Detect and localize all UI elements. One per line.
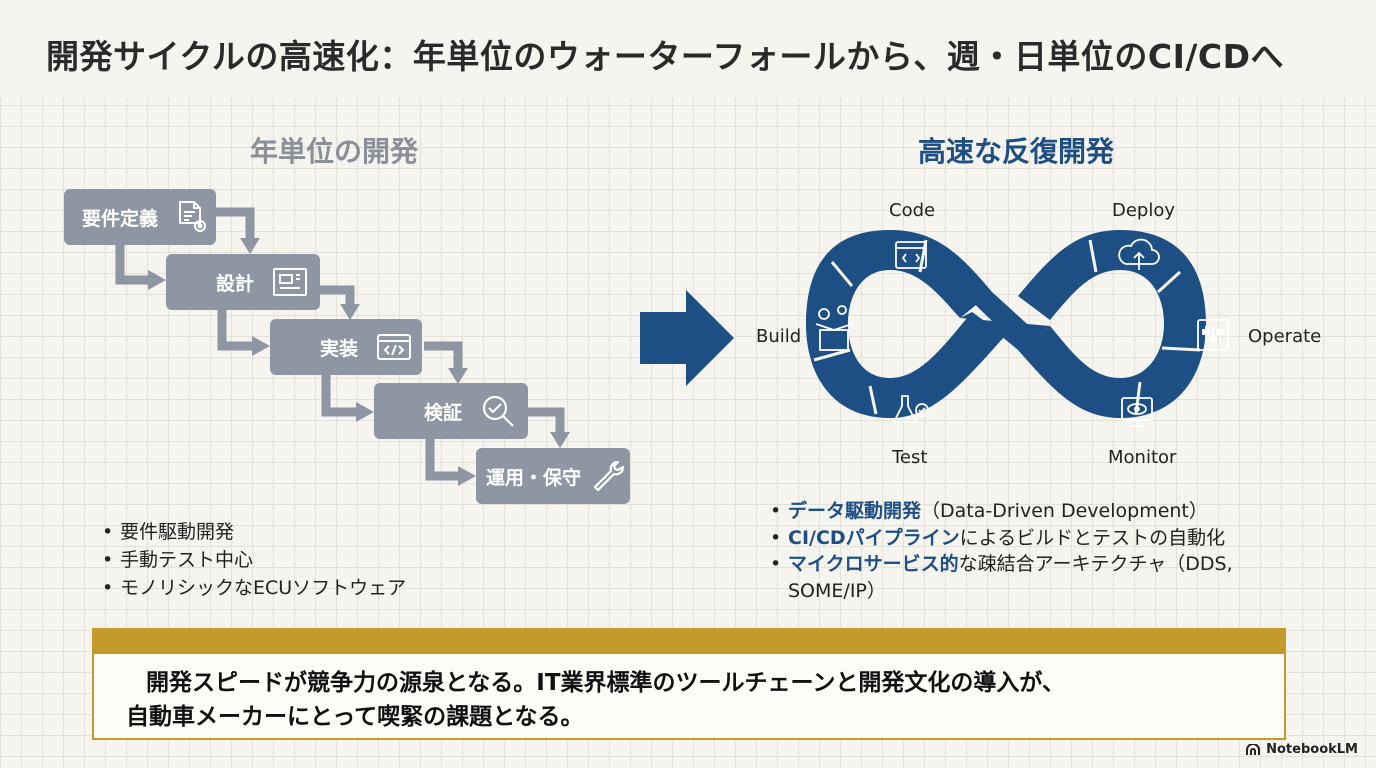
loop-label-code: Code [889,200,936,221]
connector-3-4-right [424,341,463,370]
box-gears-icon [815,305,853,351]
list-item: データ駆動開発（Data-Driven Development） [770,498,1233,525]
list-item: マイクロサービス的な疎結合アーキテクチャ（DDS, SOME/IP） [770,551,1233,604]
arrowhead [148,270,166,290]
step-implementation-label: 実装 [320,337,359,360]
connector-4-5-right [528,407,565,434]
list-item-text: によるビルドとテストの自動化 [959,526,1226,549]
summary-box: 開発スピードが競争力の源泉となる。IT業界標準のツールチェーンと開発文化の導入が… [92,628,1286,740]
cicd-infinity-loop [806,230,1229,427]
step-design: 設計 [166,254,320,310]
iterative-heading: 高速な反復開発 [918,135,1115,168]
connector-2-3-left [217,308,254,351]
iterative-bullets: データ駆動開発（Data-Driven Development） CI/CDパイ… [770,498,1233,604]
brand-name: NotebookLM [1266,742,1358,757]
waterfall-bullets: 要件駆動開発 手動テスト中心 モノリシックなECUソフトウェア [102,518,406,602]
cloud-upload-icon [1118,238,1160,270]
arrowhead [252,336,270,356]
connector-1-2-right [216,207,255,240]
step-requirements: 要件定義 [64,189,216,245]
notebooklm-logo-icon [1246,743,1261,755]
transition-arrow [640,290,734,386]
magnifier-check-icon [482,395,514,427]
monitor-eye-icon [1121,397,1153,427]
waterfall-connectors [115,207,570,486]
wrench-icon [593,460,625,492]
connector-2-3-right [320,285,355,306]
connector-4-5-left [425,438,460,481]
step-verification: 検証 [374,383,528,439]
arrowhead [550,432,570,448]
highlight-text: CI/CDパイプライン [788,526,960,549]
connector-3-4-left [321,374,358,417]
document-gear-icon [179,201,206,232]
connector-1-2-left [115,244,150,285]
summary-line-2: 自動車メーカーにとって喫緊の課題となる。 [126,704,584,730]
arrowhead [448,368,468,384]
loop-label-deploy: Deploy [1112,200,1176,221]
code-icon [895,241,927,269]
summary-text: 開発スピードが競争力の源泉となる。IT業界標準のツールチェーンと開発文化の導入が… [126,666,1065,734]
highlight-text: マイクロサービス的 [788,553,959,575]
list-item-text: な疎結合アーキテクチャ（DDS, [958,553,1233,575]
arrowhead [340,304,360,320]
loop-label-monitor: Monitor [1108,447,1177,468]
summary-accent-bar [94,630,1284,654]
loop-label-operate: Operate [1248,326,1322,347]
list-item: 要件駆動開発 [102,518,406,546]
arrowhead [240,238,260,254]
arrowhead [356,402,374,422]
highlight-text: データ駆動開発 [788,500,922,522]
step-requirements-label: 要件定義 [82,207,159,230]
page-title: 開発サイクルの高速化：年単位のウォーターフォールから、週・日単位のCI/CDへ [46,37,1285,76]
loop-label-build: Build [756,326,802,347]
step-operations-label: 運用・保守 [486,466,582,489]
step-design-label: 設計 [216,272,255,295]
brand-badge: NotebookLM [1245,742,1358,757]
sliders-icon [1197,319,1229,351]
code-window-icon [377,334,411,360]
list-item-text-continued: SOME/IP） [788,579,886,602]
step-verification-label: 検証 [424,401,463,424]
list-item: モノリシックなECUソフトウェア [102,574,406,602]
flask-check-icon [892,395,929,423]
list-item-text: （Data-Driven Development） [921,500,1208,522]
list-item: 手動テスト中心 [102,546,406,574]
title-band [0,0,1376,98]
arrowhead [458,466,476,486]
blueprint-icon [273,268,307,296]
list-item: CI/CDパイプラインによるビルドとテストの自動化 [770,525,1233,552]
step-implementation: 実装 [270,319,422,375]
waterfall-heading: 年単位の開発 [250,135,419,168]
summary-line-1: 開発スピードが競争力の源泉となる。IT業界標準のツールチェーンと開発文化の導入が… [146,670,1065,696]
loop-label-test: Test [892,447,928,468]
step-operations: 運用・保守 [476,448,630,504]
